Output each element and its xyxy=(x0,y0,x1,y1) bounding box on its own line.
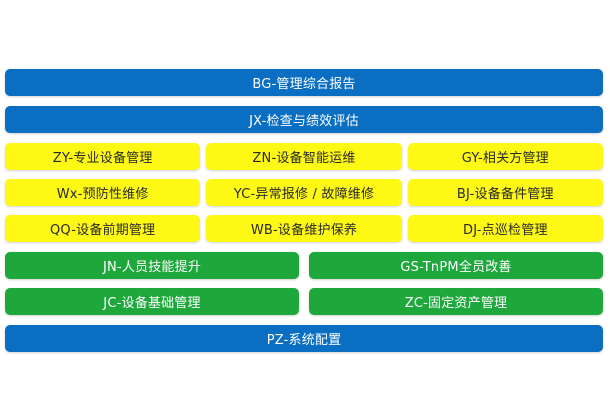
module-gy: GY-相关方管理 xyxy=(407,143,603,170)
module-bg: BG-管理综合报告 xyxy=(5,69,603,96)
yellow-row-1: ZY-专业设备管理 ZN-设备智能运维 GY-相关方管理 xyxy=(5,143,603,170)
layer-jx-row: JX-检查与绩效评估 xyxy=(5,106,603,133)
module-jc: JC-设备基础管理 xyxy=(5,288,299,315)
module-yc: YC-异常报修 / 故障维修 xyxy=(206,179,402,206)
module-wx: Wx-预防性维修 xyxy=(5,179,201,206)
green-row-1: JN-人员技能提升 GS-TnPM全员改善 xyxy=(5,252,603,279)
module-bj: BJ-设备备件管理 xyxy=(407,179,603,206)
module-zn: ZN-设备智能运维 xyxy=(206,143,402,170)
layer-pz-row: PZ-系统配置 xyxy=(5,325,603,352)
yellow-row-2: Wx-预防性维修 YC-异常报修 / 故障维修 BJ-设备备件管理 xyxy=(5,179,603,206)
module-zy: ZY-专业设备管理 xyxy=(5,143,201,170)
module-jn: JN-人员技能提升 xyxy=(5,252,299,279)
yellow-row-3: QQ-设备前期管理 WB-设备维护保养 DJ-点巡检管理 xyxy=(5,215,603,242)
module-qq: QQ-设备前期管理 xyxy=(5,215,201,242)
module-dj: DJ-点巡检管理 xyxy=(407,215,603,242)
module-zc: ZC-固定资产管理 xyxy=(309,288,603,315)
module-jx: JX-检查与绩效评估 xyxy=(5,106,603,133)
module-gs: GS-TnPM全员改善 xyxy=(309,252,603,279)
module-wb: WB-设备维护保养 xyxy=(206,215,402,242)
green-row-2: JC-设备基础管理 ZC-固定资产管理 xyxy=(5,288,603,315)
module-pz: PZ-系统配置 xyxy=(5,325,603,352)
layer-bg-row: BG-管理综合报告 xyxy=(5,69,603,96)
